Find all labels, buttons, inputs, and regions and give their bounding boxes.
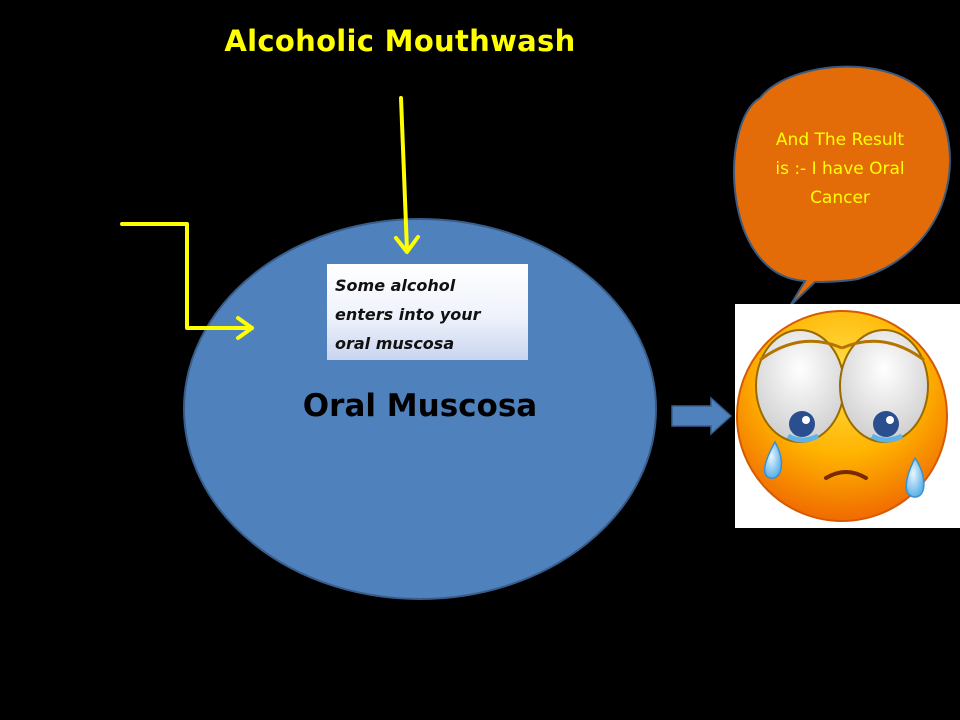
note-line: enters into your — [335, 305, 481, 324]
bubble-line: is :- I have Oral — [775, 159, 905, 179]
bubble-line: And The Result — [775, 130, 905, 150]
block-arrow-right — [671, 396, 733, 436]
note-line: oral muscosa — [335, 334, 455, 353]
speech-bubble-text: And The Result is :- I have Oral Cancer — [748, 126, 932, 213]
mouthwash-down-arrow — [394, 96, 420, 254]
crying-face-icon — [735, 304, 960, 528]
ellipse-label: Oral Muscosa — [302, 388, 538, 424]
diagram-title: Alcoholic Mouthwash — [224, 24, 576, 58]
speech-bubble — [733, 65, 951, 307]
elbow-arrow — [120, 222, 254, 340]
bubble-line: Cancer — [810, 188, 870, 208]
note-line: Some alcohol — [335, 276, 456, 295]
oral-muscosa-ellipse — [183, 218, 657, 600]
alcohol-note-box: Some alcohol enters into your oral musco… — [327, 264, 528, 360]
